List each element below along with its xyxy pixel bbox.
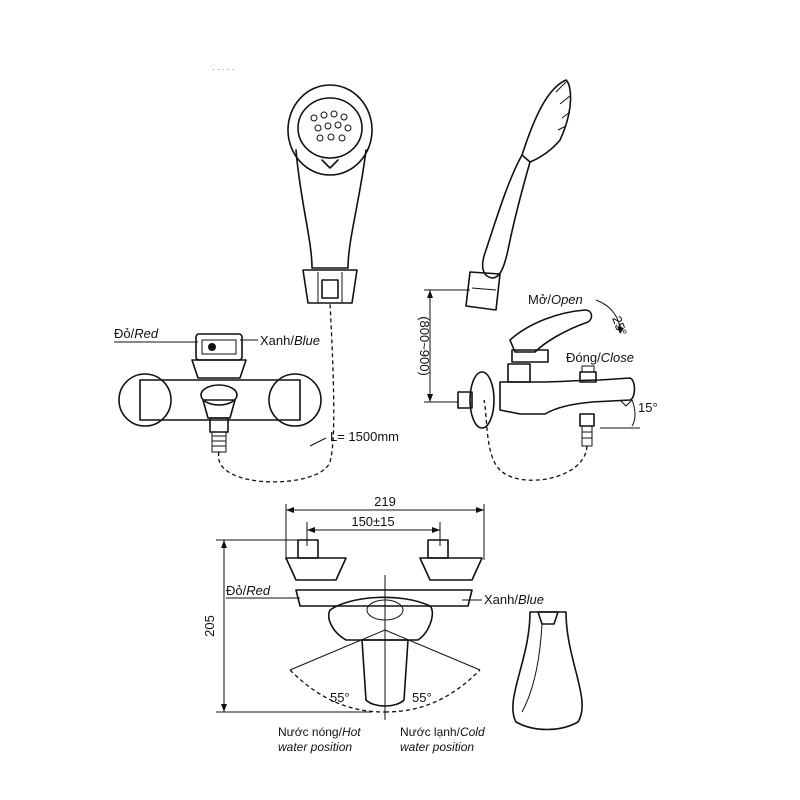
dim-total-width: 219 bbox=[374, 494, 396, 509]
top-view-dimensions: 219 150±15 205 bbox=[202, 494, 485, 713]
label-cold-water-2: water position bbox=[400, 740, 474, 754]
dim-angle-right: 55° bbox=[412, 690, 432, 705]
red-indicator bbox=[208, 343, 216, 351]
dim-height-range: (800~900) bbox=[417, 316, 432, 376]
shower-nozzles bbox=[310, 110, 352, 142]
dim-height: 205 bbox=[202, 615, 217, 637]
hose bbox=[218, 302, 335, 483]
hand-shower-front bbox=[287, 84, 373, 304]
label-red-bottom: Đỏ/Red bbox=[226, 583, 271, 598]
label-hot-water: Nước nóng/Hot bbox=[278, 725, 361, 739]
hose-side bbox=[483, 399, 588, 481]
faint-mark: · · · · · bbox=[212, 65, 234, 74]
label-open: Mở/Open bbox=[528, 292, 583, 307]
label-blue: Xanh/Blue bbox=[260, 333, 320, 348]
mixer-top-view bbox=[285, 539, 483, 720]
label-hose-length: L= 1500mm bbox=[330, 429, 399, 444]
height-range-dimension: (800~900) bbox=[417, 289, 470, 403]
label-blue-bottom: Xanh/Blue bbox=[484, 592, 544, 607]
label-hot-water-2: water position bbox=[278, 740, 352, 754]
dim-angle-left: 55° bbox=[330, 690, 350, 705]
spout-end-view bbox=[512, 611, 583, 731]
label-close: Đóng/Close bbox=[566, 350, 634, 365]
dim-spout-angle: 15° bbox=[638, 400, 658, 415]
dim-center-distance: 150±15 bbox=[351, 514, 394, 529]
hand-shower-side bbox=[465, 79, 572, 311]
mixer-side bbox=[457, 309, 636, 447]
label-cold-water: Nước lạnh/Cold bbox=[400, 725, 485, 739]
mixer-front bbox=[118, 333, 322, 453]
label-red: Đỏ/Red bbox=[114, 326, 159, 341]
dim-open-angle: 25° bbox=[609, 314, 630, 338]
